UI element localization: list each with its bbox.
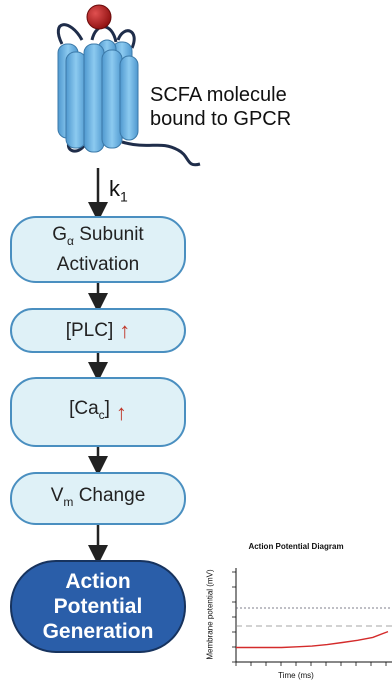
membrane-potential-trace bbox=[236, 630, 389, 649]
receptor-loop bbox=[56, 23, 84, 45]
final-line: Action bbox=[65, 570, 131, 593]
vm-letter: V bbox=[50, 484, 64, 506]
plc-box: [PLC] ↑ bbox=[10, 308, 186, 353]
increase-arrow-icon: ↑ bbox=[119, 318, 131, 343]
action-potential-generation-box: Action Potential Generation bbox=[10, 560, 186, 653]
vm-subscript: m bbox=[63, 494, 74, 509]
ca-bracket: ] bbox=[104, 398, 110, 420]
caption-line: bound to GPCR bbox=[150, 108, 292, 130]
receptor-tail bbox=[121, 140, 201, 167]
receptor-loop bbox=[116, 29, 136, 49]
ca-label: [Ca bbox=[69, 398, 99, 420]
vm-change-box: Vm Change bbox=[10, 472, 186, 525]
change-word: Change bbox=[73, 484, 146, 506]
plc-label: [PLC] bbox=[65, 320, 114, 341]
increase-arrow-icon: ↑ bbox=[115, 399, 127, 425]
ca-subscript: c bbox=[98, 407, 105, 422]
gpcr-receptor-illustration bbox=[56, 4, 201, 167]
receptor-caption: SCFA molecule bound to GPCR bbox=[150, 83, 291, 131]
rate-constant-label: k1 bbox=[109, 176, 128, 204]
chart-xlabel: Time (ms) bbox=[278, 671, 314, 680]
chart-ylabel: Membrane potential (mV) bbox=[205, 569, 215, 660]
final-line: Generation bbox=[42, 620, 154, 643]
scfa-molecule-icon bbox=[86, 4, 112, 30]
rate-letter: k bbox=[109, 176, 120, 201]
final-line: Potential bbox=[53, 595, 143, 618]
helix-icon bbox=[119, 55, 139, 141]
caption-line: SCFA molecule bbox=[150, 84, 287, 106]
subunit-word: Subunit bbox=[73, 224, 144, 246]
g-letter: G bbox=[52, 224, 68, 246]
action-potential-chart: Action Potential Diagram Membrane potent… bbox=[200, 540, 392, 685]
chart-title: Action Potential Diagram bbox=[248, 542, 344, 551]
activation-word: Activation bbox=[56, 253, 140, 275]
rate-subscript: 1 bbox=[120, 188, 128, 205]
calcium-box: [Cac] ↑ bbox=[10, 377, 186, 447]
g-alpha-activation-box: Gα Subunit Activation bbox=[10, 216, 186, 283]
alpha-subscript: α bbox=[67, 233, 74, 248]
chart-plot bbox=[232, 568, 392, 666]
